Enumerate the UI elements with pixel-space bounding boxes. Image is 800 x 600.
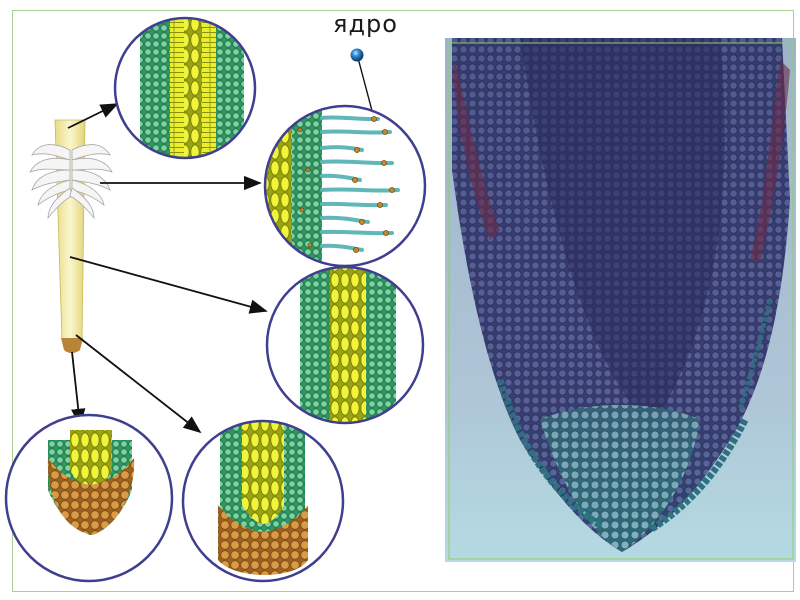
root-tip-micrograph — [445, 38, 796, 562]
detail-conducting-zone — [113, 16, 257, 160]
detail-root-cap — [4, 413, 174, 583]
root-drawing — [29, 119, 113, 353]
root-hairs — [29, 144, 113, 220]
detail-elongation-zone — [265, 265, 425, 425]
pointer-arrows — [67, 57, 376, 434]
blue-sphere-icon — [350, 48, 364, 62]
nucleus-label: ядро — [333, 10, 398, 38]
detail-division-zone — [181, 419, 345, 583]
detail-root-hair-zone — [263, 104, 427, 268]
